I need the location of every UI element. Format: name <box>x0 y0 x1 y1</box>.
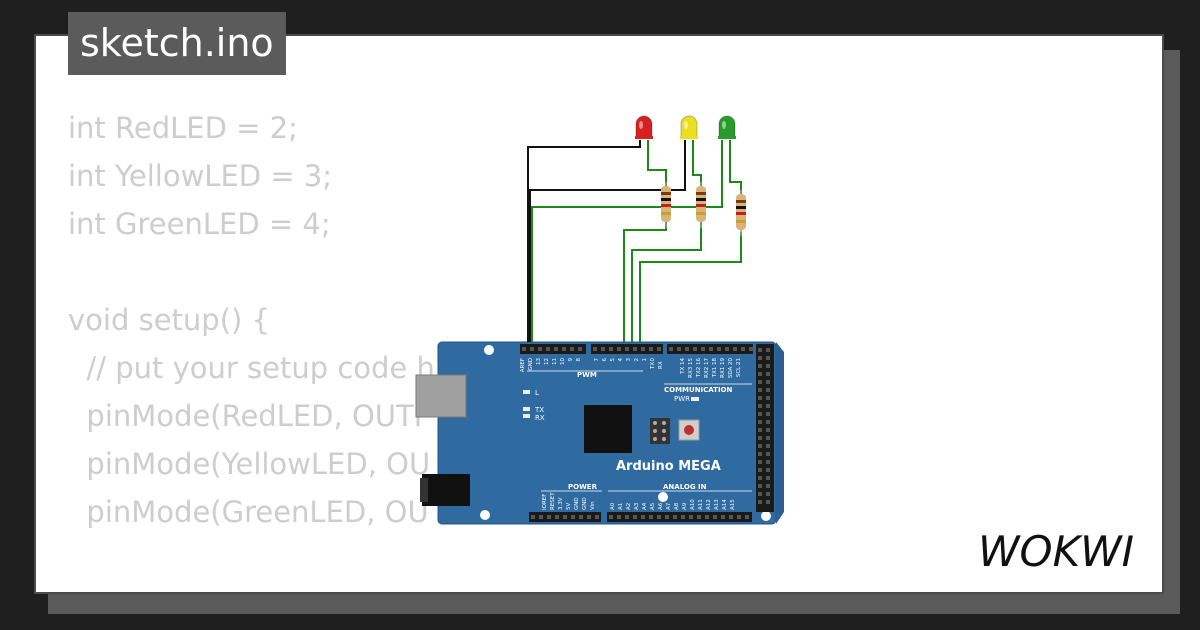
resistor-2 <box>696 182 706 228</box>
pin-label: 4 <box>618 358 624 362</box>
pin-label: GND <box>582 497 588 510</box>
yellow-led[interactable] <box>680 115 698 139</box>
board-name: Arduino MEGA <box>616 459 721 474</box>
red-led[interactable] <box>635 115 653 139</box>
pin-label: 3 <box>626 358 632 362</box>
pin-label: 11 <box>552 358 558 365</box>
pin-label: 12 <box>544 358 550 365</box>
pin-label: RX1 19 <box>720 358 726 378</box>
pin-label: TX 14 <box>680 358 686 375</box>
filename-badge: sketch.ino <box>68 12 286 75</box>
green-led[interactable] <box>718 115 736 139</box>
pin-label: 6 <box>602 358 608 362</box>
pin-label: A8 <box>674 502 680 510</box>
pin-label: 0 <box>650 358 656 362</box>
pin-label: 5V <box>566 503 572 510</box>
code-line <box>68 536 435 584</box>
pin-label: 2 <box>634 358 640 362</box>
pin-label: AREF <box>520 358 526 372</box>
code-line: int RedLED = 2; <box>68 111 298 145</box>
usb-connector <box>415 374 467 418</box>
arduino-mega-board[interactable]: L TX RX PWR PWM COMMUNICATION POWER ANAL… <box>415 341 784 525</box>
wire-gnd-red <box>527 140 641 342</box>
power-label: POWER <box>568 483 598 491</box>
code-line: int GreenLED = 4; <box>68 207 331 241</box>
pin-label: 9 <box>568 358 574 362</box>
pin-label: A11 <box>698 499 704 510</box>
pin-label: A4 <box>642 502 648 510</box>
wire-led-red-res <box>647 140 667 186</box>
pin-label: TX1 18 <box>712 358 718 379</box>
pin-label: A15 <box>730 499 736 510</box>
pin-label: RX2 17 <box>704 358 710 378</box>
pin-label: 3.3V <box>558 497 564 510</box>
power-jack <box>422 474 470 506</box>
code-line: } <box>68 584 435 592</box>
wire-gnd-yellow <box>529 140 686 342</box>
led-rx-label: RX <box>535 414 545 422</box>
resistor-1 <box>661 182 671 228</box>
led-tx-label: TX <box>534 406 544 414</box>
code-line: pinMode(RedLED, OUTP <box>68 399 432 433</box>
pin-label: 5 <box>610 358 616 362</box>
pin-label: A13 <box>714 499 720 510</box>
pin-label: A10 <box>690 499 696 510</box>
mcu-chip <box>584 405 632 453</box>
pin-label: SCL 21 <box>736 358 742 377</box>
pin-label: TX <box>650 362 656 370</box>
pin-label: A1 <box>618 503 624 510</box>
pin-label: 8 <box>576 358 582 362</box>
code-line: void setup() { <box>68 303 270 337</box>
pin-label: 1 <box>642 358 648 362</box>
led-l-label: L <box>535 389 539 397</box>
pin-label: A5 <box>650 502 656 510</box>
analog-in-label: ANALOG IN <box>663 483 707 491</box>
pin-label: 10 <box>560 358 566 365</box>
pwm-label: PWM <box>577 371 597 379</box>
pin-label: A14 <box>722 499 728 510</box>
code-line: // put your setup code h <box>68 351 435 385</box>
preview-card: int RedLED = 2; int YellowLED = 3; int Gre… <box>34 34 1164 594</box>
code-line: int YellowLED = 3; <box>68 159 333 193</box>
leds[interactable] <box>635 115 736 139</box>
svg-text:WOKWI: WOKWI <box>978 527 1134 576</box>
pin-label: TX2 16 <box>696 358 702 379</box>
wire-pin3 <box>631 222 702 342</box>
pin-label: 13 <box>536 358 542 365</box>
wire-gnd-green <box>531 140 723 342</box>
wire-pin2 <box>639 232 742 342</box>
pin-label: IOREF <box>542 494 548 510</box>
pin-label: A2 <box>626 503 632 510</box>
pin-label: GND <box>574 497 580 510</box>
pin-label: A12 <box>706 499 712 510</box>
pin-label: GND <box>528 358 534 371</box>
pin-label: Vin <box>590 501 596 510</box>
pin-label: A9 <box>682 502 688 510</box>
pin-label: RX3 15 <box>688 358 694 378</box>
pin-label: RX <box>658 361 664 369</box>
pin-label: RESET <box>550 492 556 510</box>
pin-label: 7 <box>594 358 600 362</box>
wire-pin4 <box>623 222 667 342</box>
pin-label: A0 <box>610 502 616 510</box>
pin-label: A7 <box>666 502 672 510</box>
wokwi-logo: WOKWI <box>978 527 1134 576</box>
pin-label: SDA 20 <box>728 358 734 379</box>
pin-label: A3 <box>634 502 640 510</box>
resistor-3 <box>736 190 746 236</box>
wire-led-yellow-res <box>692 140 702 186</box>
pwr-label: PWR <box>674 395 690 403</box>
resistors[interactable] <box>661 182 746 236</box>
pin-label: A6 <box>658 502 664 510</box>
wire-led-green-res <box>729 140 742 194</box>
code-line: pinMode(YellowLED, OU <box>68 447 431 481</box>
wires <box>527 140 742 342</box>
circuit-diagram: L TX RX PWR PWM COMMUNICATION POWER ANAL… <box>415 115 784 525</box>
communication-label: COMMUNICATION <box>664 386 733 394</box>
